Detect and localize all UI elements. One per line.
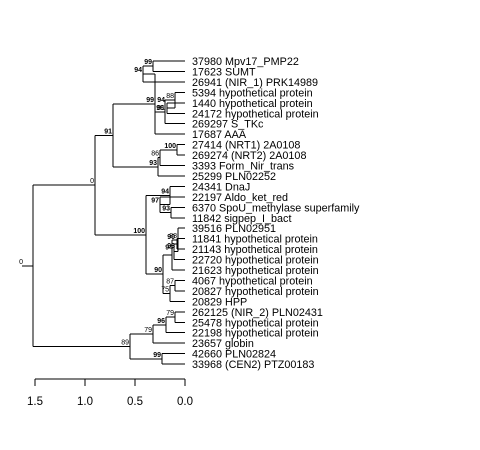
leaf-label: 23657 globin: [192, 338, 254, 350]
leaf-label: 25478 hypothetical protein: [192, 317, 319, 329]
leaf-label: 21143 hypothetical protein: [192, 244, 318, 256]
axis-tick-label: 1.5: [27, 396, 43, 408]
leaf-label: 17623 SUMT: [192, 66, 256, 78]
bootstrap-value: 99: [146, 97, 154, 104]
bootstrap-value: 94: [157, 97, 165, 104]
bootstrap-value: 96: [156, 105, 164, 112]
leaf-label: 262125 (NIR_2) PLN02431: [192, 307, 323, 319]
bootstrap-value: 89: [121, 339, 129, 346]
bootstrap-value: 91: [104, 128, 112, 135]
leaf-label: 20829 HPP: [192, 296, 247, 308]
leaf-label: 25299 PLN02252: [192, 171, 276, 183]
leaf-label: 11841 hypothetical protein: [192, 234, 318, 246]
bootstrap-value: 0: [19, 259, 23, 266]
leaf-label: 20827 hypothetical protein: [192, 286, 319, 298]
axis-tick-label: 1.0: [77, 396, 93, 408]
bootstrap-value: 79: [166, 310, 174, 317]
bootstrap-value: 94: [165, 245, 173, 252]
leaf-label: 39516 PLN02951: [192, 223, 276, 235]
bootstrap-value: 100: [164, 143, 176, 150]
leaf-label: 37980 Mpv17_PMP22: [192, 56, 299, 68]
leaf-label: 269274 (NRT2) 2A0108: [192, 150, 306, 162]
bootstrap-value: 94: [134, 67, 142, 74]
leaf-label: 21623 hypothetical protein: [192, 265, 319, 277]
bootstrap-value: 0: [90, 178, 94, 185]
bootstrap-value: 100: [133, 228, 145, 235]
bootstrap-value: 86: [151, 151, 159, 158]
tree-edges: [22, 60, 185, 365]
axis-tick-label: 0.0: [177, 396, 193, 408]
scale-axis: 1.5 1.0 0.5 0.0: [27, 378, 193, 408]
leaf-label: 26941 (NIR_1) PRK14989: [192, 77, 318, 89]
leaf-label: 5394 hypothetical protein: [192, 87, 313, 99]
leaf-label: 4067 hypothetical protein: [192, 275, 313, 287]
leaf-label: 27414 (NRT1) 2A0108: [192, 140, 300, 152]
leaf-label: 269297 S_TKc: [192, 119, 264, 131]
leaf-label: 6370 SpoU_methylase superfamily: [192, 202, 360, 214]
leaf-label: 24172 hypothetical protein: [192, 108, 319, 120]
bootstrap-value: 90: [154, 267, 162, 274]
bootstrap-value: 93: [162, 206, 170, 213]
leaf-label: 3393 Form_Nir_trans: [192, 161, 295, 173]
bootstrap-value: 93: [149, 160, 157, 167]
leaf-label: 11842 sigpep_I_bact: [192, 213, 291, 225]
bootstrap-value: 93: [167, 243, 175, 250]
leaf-label: 22720 hypothetical protein: [192, 255, 319, 267]
leaf-label: 22198 hypothetical protein: [192, 328, 319, 340]
bootstrap-value: 90: [167, 234, 175, 241]
bootstrap-value: 99: [153, 352, 161, 359]
bootstrap-value: 96: [157, 318, 165, 325]
bootstrap-value: 87: [166, 279, 174, 286]
bootstrap-value: 88: [166, 93, 174, 100]
leaf-label: 24341 DnaJ: [192, 181, 250, 193]
bootstrap-value: 81: [157, 105, 165, 112]
bootstrap-value: 79: [144, 327, 152, 334]
leaf-label: 22197 Aldo_ket_red: [192, 192, 288, 204]
axis-tick-label: 0.5: [127, 396, 143, 408]
bootstrap-value: 75: [161, 287, 169, 294]
leaf-label: 17687 AAA: [192, 129, 247, 141]
leaf-label: 42660 PLN02824: [192, 349, 276, 361]
leaf-label: 1440 hypothetical protein: [192, 98, 313, 110]
bootstrap-labels: 9994998881949691100869309497931008890939…: [19, 59, 177, 359]
bootstrap-value: 88: [169, 233, 177, 240]
leaf-label: 33968 (CEN2) PTZ00183: [192, 359, 314, 371]
bootstrap-value: 94: [161, 189, 169, 196]
bootstrap-value: 97: [151, 198, 159, 205]
bootstrap-value: 99: [144, 59, 152, 66]
